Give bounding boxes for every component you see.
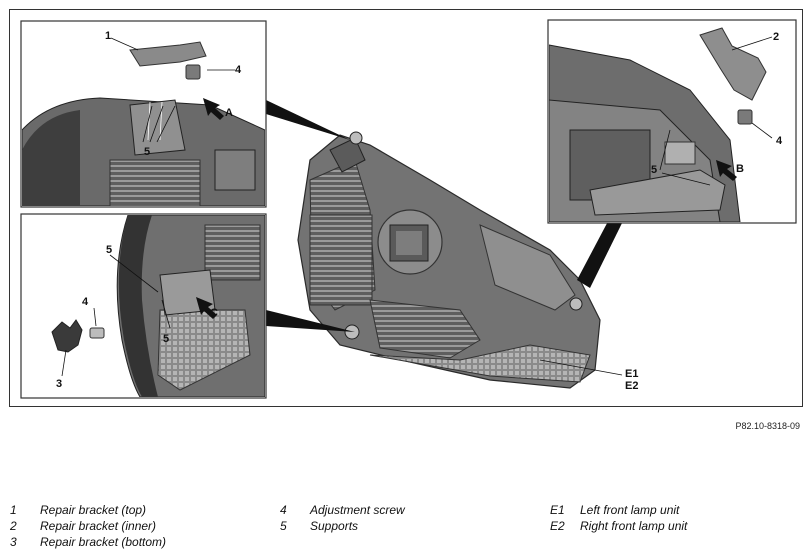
legend-code: E1: [550, 503, 565, 517]
legend-item: E2 Right front lamp unit: [550, 519, 687, 533]
legend-label: Supports: [310, 519, 359, 533]
callout-e1: E1: [625, 368, 638, 380]
arrow-c-icon: [196, 297, 217, 319]
legend-label: Right front lamp unit: [580, 519, 688, 533]
main-lamp-unit: [297, 131, 601, 389]
arrow-b-icon: [716, 160, 737, 181]
legend-label: Adjustment screw: [310, 503, 405, 517]
inset-top-left: 1 4 5 A: [20, 20, 267, 208]
figure-reference: P82.10-8318-09: [735, 421, 800, 431]
legend-item: E1 Left front lamp unit: [550, 503, 679, 517]
callout-4-top: 4: [235, 64, 242, 76]
e-leader-line: [539, 359, 623, 376]
legend-label: Repair bracket (inner): [40, 519, 157, 533]
callout-5-right: 5: [651, 164, 657, 176]
legend-code: 5: [280, 519, 287, 533]
arrow-a-icon: [203, 98, 224, 120]
callout-4-left: 4: [82, 296, 89, 308]
legend-item: 4 Adjustment screw: [280, 503, 405, 517]
diagram-figure: 1 4 5 A 5 4 3 5 C: [9, 9, 803, 407]
legend-code: 1: [10, 503, 17, 517]
inset-top-right: 2 4 5 B: [547, 19, 797, 224]
callout-5-top: 5: [144, 146, 150, 158]
legend-code: 2: [10, 519, 17, 533]
callout-2: 2: [773, 31, 779, 43]
legend-code: 4: [280, 503, 287, 517]
callout-5-left: 5: [106, 244, 112, 256]
legend-code: E2: [550, 519, 565, 533]
legend-code: 3: [10, 535, 17, 549]
callout-3: 3: [56, 378, 62, 390]
zoom-connector-a: [266, 100, 350, 140]
callout-5-bottom: 5: [163, 333, 169, 345]
legend-label: Repair bracket (top): [40, 503, 147, 517]
callout-4-right: 4: [776, 135, 783, 147]
legend-label: Repair bracket (bottom): [40, 535, 167, 549]
legend-item: 2 Repair bracket (inner): [10, 519, 156, 533]
callout-e2: E2: [625, 380, 638, 392]
inset-bottom-left: 5 4 3 5 C: [20, 213, 267, 399]
zoom-connector-b: [577, 210, 626, 288]
callout-arrow-b: B: [736, 163, 744, 175]
legend-label: Left front lamp unit: [580, 503, 680, 517]
callout-1: 1: [105, 30, 111, 42]
legend-item: 5 Supports: [280, 519, 358, 533]
callout-arrow-c: C: [210, 307, 218, 319]
legend-item: 1 Repair bracket (top): [10, 503, 146, 517]
diagram-svg: 1 4 5 A 5 4 3 5 C: [20, 19, 797, 399]
callout-arrow-a: A: [225, 107, 233, 119]
legend-item: 3 Repair bracket (bottom): [10, 535, 166, 549]
zoom-connector-c: [266, 310, 355, 332]
